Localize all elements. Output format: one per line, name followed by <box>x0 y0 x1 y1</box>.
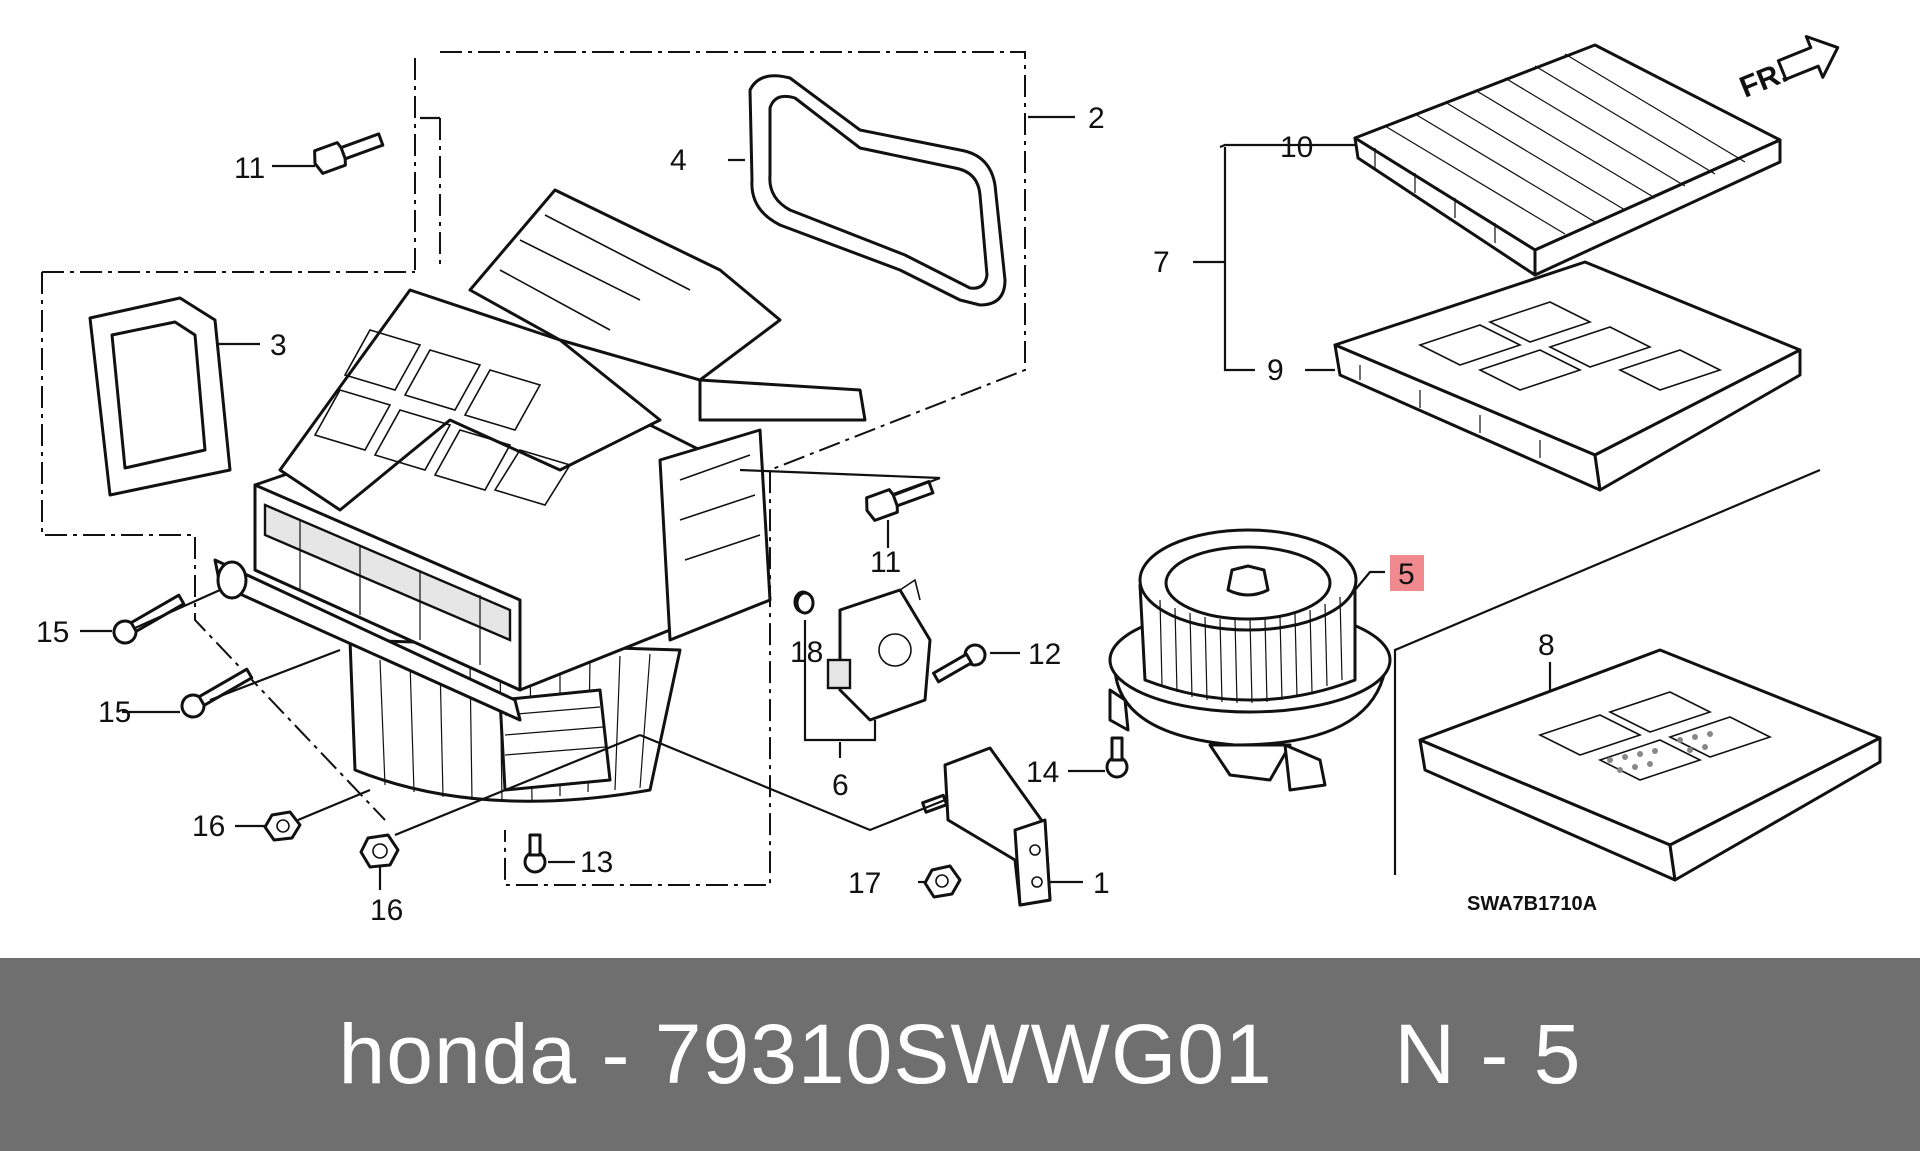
group-bracket-lines <box>41 51 1026 886</box>
callout-18: 18 <box>790 636 823 669</box>
callout-12: 12 <box>1028 638 1061 671</box>
callout-16-bottom: 16 <box>370 894 403 927</box>
part-number-text: honda - 79310SWWG01 N - 5 <box>338 1007 1582 1101</box>
callout-3: 3 <box>270 329 287 362</box>
part-5-blower-motor <box>1108 528 1392 792</box>
part-number-banner: honda - 79310SWWG01 N - 5 <box>0 958 1920 1151</box>
callout-14: 14 <box>1026 756 1059 789</box>
front-direction-marker: FR. <box>1735 35 1840 104</box>
blower-housing <box>213 188 867 803</box>
callout-1: 1 <box>1093 867 1110 900</box>
callout-10: 10 <box>1280 131 1313 164</box>
callout-15-top: 15 <box>36 616 69 649</box>
nut-16a <box>263 810 302 842</box>
callout-6: 6 <box>832 769 849 802</box>
leader-lines <box>80 115 1552 890</box>
highlight-box-5 <box>1390 555 1424 591</box>
part-8-filter-case <box>1393 468 1882 882</box>
part-3-seal <box>88 296 232 497</box>
callout-17: 17 <box>848 867 881 900</box>
callout-5: 5 <box>1398 558 1415 591</box>
callout-2: 2 <box>1088 102 1105 135</box>
drawing-code: SWA7B1710A <box>1467 893 1597 915</box>
callout-7: 7 <box>1153 246 1170 279</box>
callout-16-left: 16 <box>192 810 225 843</box>
part-4-gasket <box>748 74 1007 307</box>
callout-11-mid: 11 <box>870 546 901 579</box>
callout-9: 9 <box>1267 354 1284 387</box>
callout-4: 4 <box>670 144 687 177</box>
part-9-filter-case <box>1333 260 1802 492</box>
callouts: 2 4 11 3 11 10 7 9 5 8 18 12 6 14 1 17 1… <box>36 102 1597 927</box>
nut-16b <box>359 833 400 869</box>
part-10-filter <box>1353 43 1782 277</box>
exploded-parts-diagram: FR. 2 4 11 3 11 10 7 9 5 8 18 12 6 14 1 … <box>36 35 1882 927</box>
callout-15-bottom: 15 <box>98 696 131 729</box>
callout-8: 8 <box>1538 629 1555 662</box>
callout-13: 13 <box>580 846 613 879</box>
callout-11-top: 11 <box>234 152 265 185</box>
part-1-bracket <box>943 746 1052 907</box>
